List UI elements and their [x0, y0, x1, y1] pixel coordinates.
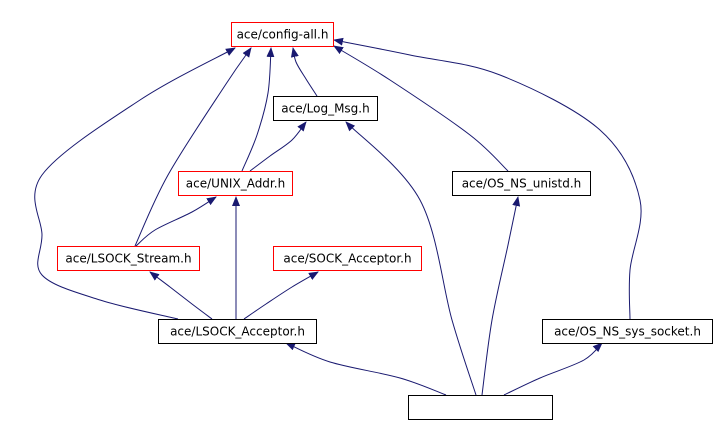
node-label: ace/LSOCK_Stream.h — [65, 252, 191, 266]
edge-lsock-stream-to-unix-addr — [135, 196, 217, 247]
node-lsock-stream[interactable]: ace/LSOCK_Stream.h — [57, 246, 200, 271]
edge-os-ns-unistd-to-config-all — [333, 45, 509, 172]
node-label: ace/UNIX_Addr.h — [186, 177, 285, 191]
node-unix-addr[interactable]: ace/UNIX_Addr.h — [178, 171, 293, 196]
edge-log-msg-to-config-all — [290, 47, 318, 97]
node-os-ns-sys-socket[interactable]: ace/OS_NS_sys_socket.h — [542, 319, 713, 344]
node-box — [273, 246, 422, 271]
node-lsock-acceptor-h[interactable]: ace/LSOCK_Acceptor.h — [158, 319, 317, 344]
node-lsock-acceptor-cpp: LSOCK_Acceptor.cpp — [408, 395, 553, 420]
edges — [34, 37, 642, 396]
node-label: ace/Log_Msg.h — [281, 102, 369, 116]
node-sock-acceptor[interactable]: ace/SOCK_Acceptor.h — [273, 246, 422, 271]
edge-lsock-acceptor-cpp-to-os-ns-unistd — [481, 196, 521, 396]
node-os-ns-unistd[interactable]: ace/OS_NS_unistd.h — [452, 171, 591, 196]
node-box — [273, 96, 378, 121]
edge-os-ns-sys-socket-to-config-all — [333, 37, 642, 320]
edge-lsock-stream-to-config-all — [134, 47, 252, 247]
node-label: ace/OS_NS_sys_socket.h — [554, 325, 701, 339]
node-box — [178, 171, 293, 196]
edge-lsock-acceptor-h-to-sock-acceptor — [243, 271, 319, 320]
node-config-all[interactable]: ace/config-all.h — [231, 22, 334, 47]
node-box — [158, 319, 317, 344]
edge-unix-addr-to-config-all — [241, 47, 275, 172]
edge-lsock-acceptor-cpp-to-log-msg — [345, 121, 477, 396]
edge-lsock-acceptor-cpp-to-os-ns-sys-socket — [503, 342, 603, 396]
node-label: ace/LSOCK_Acceptor.h — [170, 325, 305, 339]
nodes: ace/config-all.h ace/Log_Msg.h ace/UNIX_Ad… — [57, 22, 713, 420]
edge-lsock-acceptor-h-to-config-all — [34, 47, 236, 320]
node-box — [452, 171, 591, 196]
edge-unix-addr-to-log-msg — [249, 121, 307, 172]
node-box — [57, 246, 200, 271]
node-log-msg[interactable]: ace/Log_Msg.h — [273, 96, 378, 121]
edge-lsock-acceptor-cpp-to-lsock-acceptor-h — [285, 342, 447, 396]
node-box — [231, 22, 334, 47]
node-label: LSOCK_Acceptor.cpp — [419, 401, 543, 415]
node-box — [408, 395, 553, 420]
node-label: ace/SOCK_Acceptor.h — [283, 252, 411, 266]
node-box — [542, 319, 713, 344]
node-label: ace/OS_NS_unistd.h — [462, 177, 582, 191]
node-label: ace/config-all.h — [237, 28, 329, 42]
edge-lsock-acceptor-h-to-lsock-stream — [149, 271, 213, 320]
